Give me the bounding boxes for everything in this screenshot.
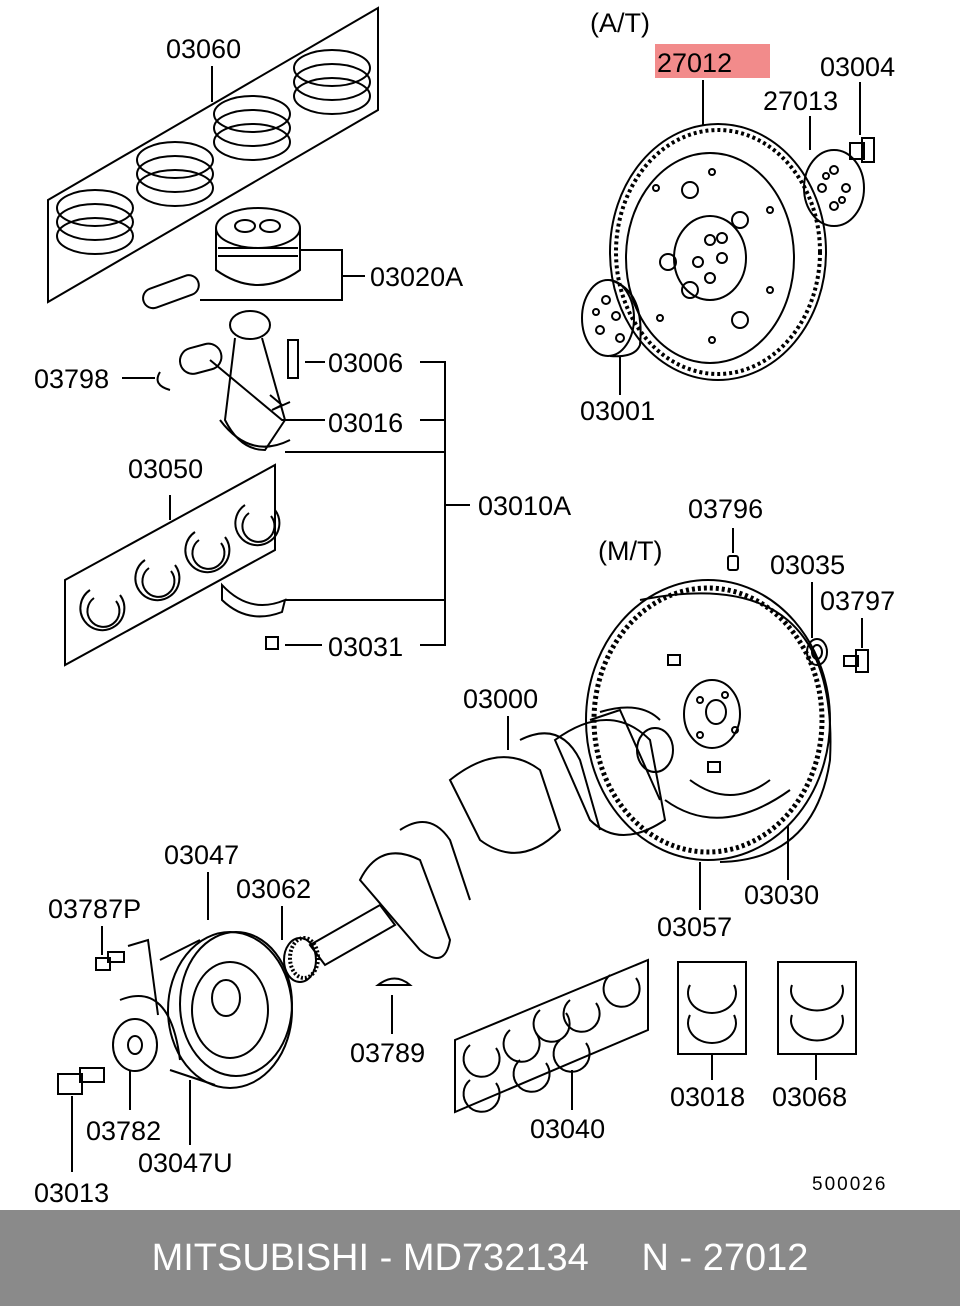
- washer-03782: [112, 995, 181, 1072]
- part-label-03796[interactable]: 03796: [688, 494, 763, 524]
- main-bearings-group: [454, 958, 649, 1114]
- piston: [142, 207, 301, 310]
- variant-label-at: (A/T): [590, 8, 650, 38]
- variant-label-mt: (M/T): [598, 536, 662, 566]
- figure-number: 500026: [812, 1174, 887, 1195]
- part-label-03010a[interactable]: 03010A: [478, 491, 571, 521]
- part-label-03782[interactable]: 03782: [86, 1116, 161, 1146]
- part-label-03020a[interactable]: 03020A: [370, 262, 463, 292]
- part-label-03035[interactable]: 03035: [770, 550, 845, 580]
- part-label-03000[interactable]: 03000: [463, 684, 538, 714]
- bolt-03787p: [95, 951, 125, 971]
- part-label-03797[interactable]: 03797: [820, 586, 895, 616]
- part-label-03060[interactable]: 03060: [166, 34, 241, 64]
- woodruff-key-03789: [375, 977, 413, 986]
- damper-pulley: [159, 931, 293, 1089]
- thrust-bearing-03018: [677, 961, 747, 1055]
- highlight-box: [655, 44, 770, 78]
- part-label-03068[interactable]: 03068: [772, 1082, 847, 1112]
- part-label-27013[interactable]: 27013: [763, 86, 838, 116]
- part-label-03006[interactable]: 03006: [328, 348, 403, 378]
- ring-set-4: [293, 49, 371, 115]
- part-label-03789[interactable]: 03789: [350, 1038, 425, 1068]
- seal-03035: [806, 638, 828, 666]
- part-label-03030[interactable]: 03030: [744, 880, 819, 910]
- part-label-03047u[interactable]: 03047U: [138, 1148, 233, 1178]
- bolt-03013: [57, 1067, 105, 1095]
- ring-set-2: [136, 141, 214, 207]
- part-label-03018[interactable]: 03018: [670, 1082, 745, 1112]
- ring-set-1: [56, 189, 134, 255]
- part-label-03013[interactable]: 03013: [34, 1178, 109, 1208]
- exploded-view-drawing: (A/T) (M/T) 03060 03020A 03006 03798 030…: [34, 6, 895, 1208]
- part-label-03047[interactable]: 03047: [164, 840, 239, 870]
- part-label-03031[interactable]: 03031: [328, 632, 403, 662]
- part-label-03040[interactable]: 03040: [530, 1114, 605, 1144]
- part-label-03004[interactable]: 03004: [820, 52, 895, 82]
- dowel-03796: [727, 555, 739, 571]
- part-label-03016[interactable]: 03016: [328, 408, 403, 438]
- part-label-03001[interactable]: 03001: [580, 396, 655, 426]
- part-label-03787p[interactable]: 03787P: [48, 894, 141, 924]
- part-number-footer: MITSUBISHI - MD732134 N - 27012: [0, 1210, 960, 1306]
- conrod-bearings-group: [64, 463, 287, 667]
- thrust-bearing-03068: [777, 961, 857, 1055]
- crankshaft: [308, 706, 674, 967]
- parts-diagram: (A/T) (M/T) 03060 03020A 03006 03798 030…: [34, 6, 896, 1208]
- bolt-03797: [843, 649, 869, 673]
- bolt-03004: [849, 137, 875, 163]
- drive-plate-at: [609, 123, 827, 381]
- adapter-plate-27013: [803, 149, 865, 227]
- part-label-03057[interactable]: 03057: [657, 912, 732, 942]
- sprocket-03062: [283, 936, 320, 983]
- adapter-03001: [581, 279, 642, 358]
- connecting-rod: [156, 310, 299, 452]
- part-label-03798[interactable]: 03798: [34, 364, 109, 394]
- piston-rings-group: [47, 6, 379, 304]
- part-label-27012[interactable]: 27012: [657, 48, 732, 78]
- part-label-03050[interactable]: 03050: [128, 454, 203, 484]
- part-label-03062[interactable]: 03062: [236, 874, 311, 904]
- flywheel-mt: [585, 579, 832, 863]
- ring-set-3: [213, 95, 291, 161]
